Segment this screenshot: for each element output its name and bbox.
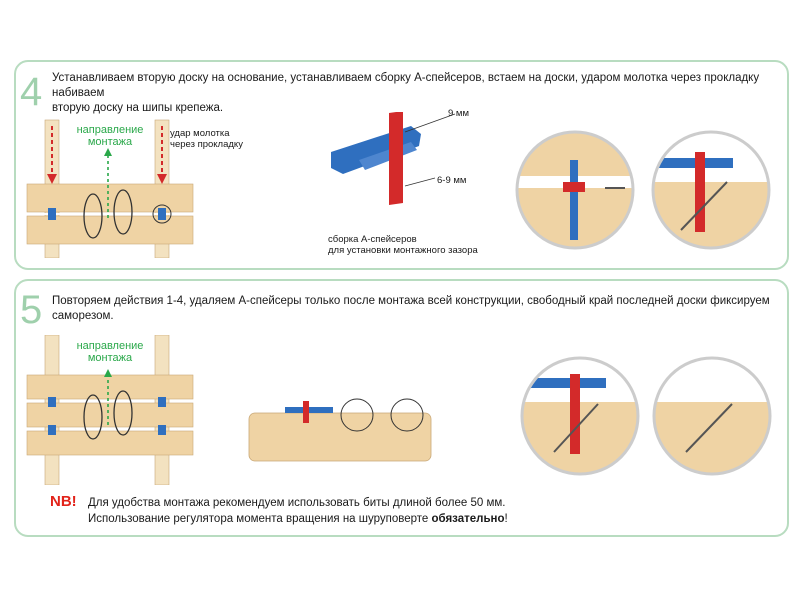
direction-line1: направление	[76, 124, 144, 136]
step-5-side-view	[248, 398, 432, 462]
dim-9mm-label: 9 мм	[448, 108, 469, 119]
nb-line1: Для удобства монтажа рекомендуем использ…	[88, 497, 506, 509]
hammer-line1: удар молотка	[170, 128, 230, 139]
hammer-line2: через прокладку	[170, 139, 243, 150]
footprint-icon	[83, 394, 103, 440]
nb-line2: Использование регулятора момента вращени…	[88, 511, 508, 527]
assembly-line1: сборка А-спейсеров	[328, 234, 417, 245]
footprint-icon	[83, 193, 103, 239]
step-5-text: Повторяем действия 1-4, удаляем А-спейсе…	[52, 295, 770, 322]
step-5-direction-label: направление монтажа	[70, 340, 150, 364]
footprint-icon	[113, 390, 133, 436]
nb-line2-prefix: Использование регулятора момента вращени…	[88, 513, 432, 525]
direction-line2: монтажа	[87, 352, 133, 364]
direction-line1: направление	[76, 340, 144, 352]
step-4-boards-figure	[26, 119, 194, 258]
direction-line2: монтажа	[87, 136, 133, 148]
red-spacer-icon	[389, 112, 403, 206]
detail-circle-2	[651, 130, 771, 250]
step-4-instruction: Устанавливаем вторую доску на основание,…	[52, 71, 777, 116]
hammer-label: удар молотка через прокладку	[170, 128, 243, 150]
step-5-boards-figure	[26, 335, 194, 485]
screw-icon	[553, 403, 599, 453]
nb-badge: NB!	[50, 493, 77, 510]
direction-arrow-icon	[104, 369, 112, 377]
dim-6-9mm-label: 6-9 мм	[437, 175, 467, 186]
spacer-icon	[570, 160, 578, 240]
clip-icon	[48, 208, 56, 220]
screw-icon	[680, 181, 728, 231]
board-top	[26, 183, 194, 213]
magnifier-detail-icon	[390, 398, 424, 432]
spacer-assembly-figure	[331, 112, 456, 206]
step-4-text-line1: Устанавливаем вторую доску на основание,…	[52, 72, 760, 99]
nb-line2-bold: обязательно	[431, 513, 505, 525]
detail-circle-3	[520, 356, 640, 476]
step-4-direction-label: направление монтажа	[70, 124, 150, 148]
assembly-line2: для установки монтажного зазора	[328, 245, 478, 256]
nb-line2-suffix: !	[504, 513, 508, 525]
magnifier-detail-icon	[340, 398, 374, 432]
nb-note: Для удобства монтажа рекомендуем использ…	[88, 495, 508, 527]
detail-circle-4	[652, 356, 772, 476]
detail-circle-1	[515, 130, 635, 250]
board	[26, 374, 194, 400]
step-4-number: 4	[20, 70, 43, 114]
assembly-caption: сборка А-спейсеров для установки монтажн…	[328, 234, 478, 256]
magnifier-detail-icon	[152, 204, 172, 224]
board-bottom	[26, 215, 194, 245]
clip-icon	[158, 208, 166, 220]
step-4-text-line2: вторую доску на шипы крепежа.	[52, 102, 224, 114]
footprint-icon	[113, 189, 133, 235]
direction-arrow-icon	[104, 148, 112, 156]
screw-icon	[685, 403, 733, 453]
step-5-number: 5	[20, 288, 43, 332]
